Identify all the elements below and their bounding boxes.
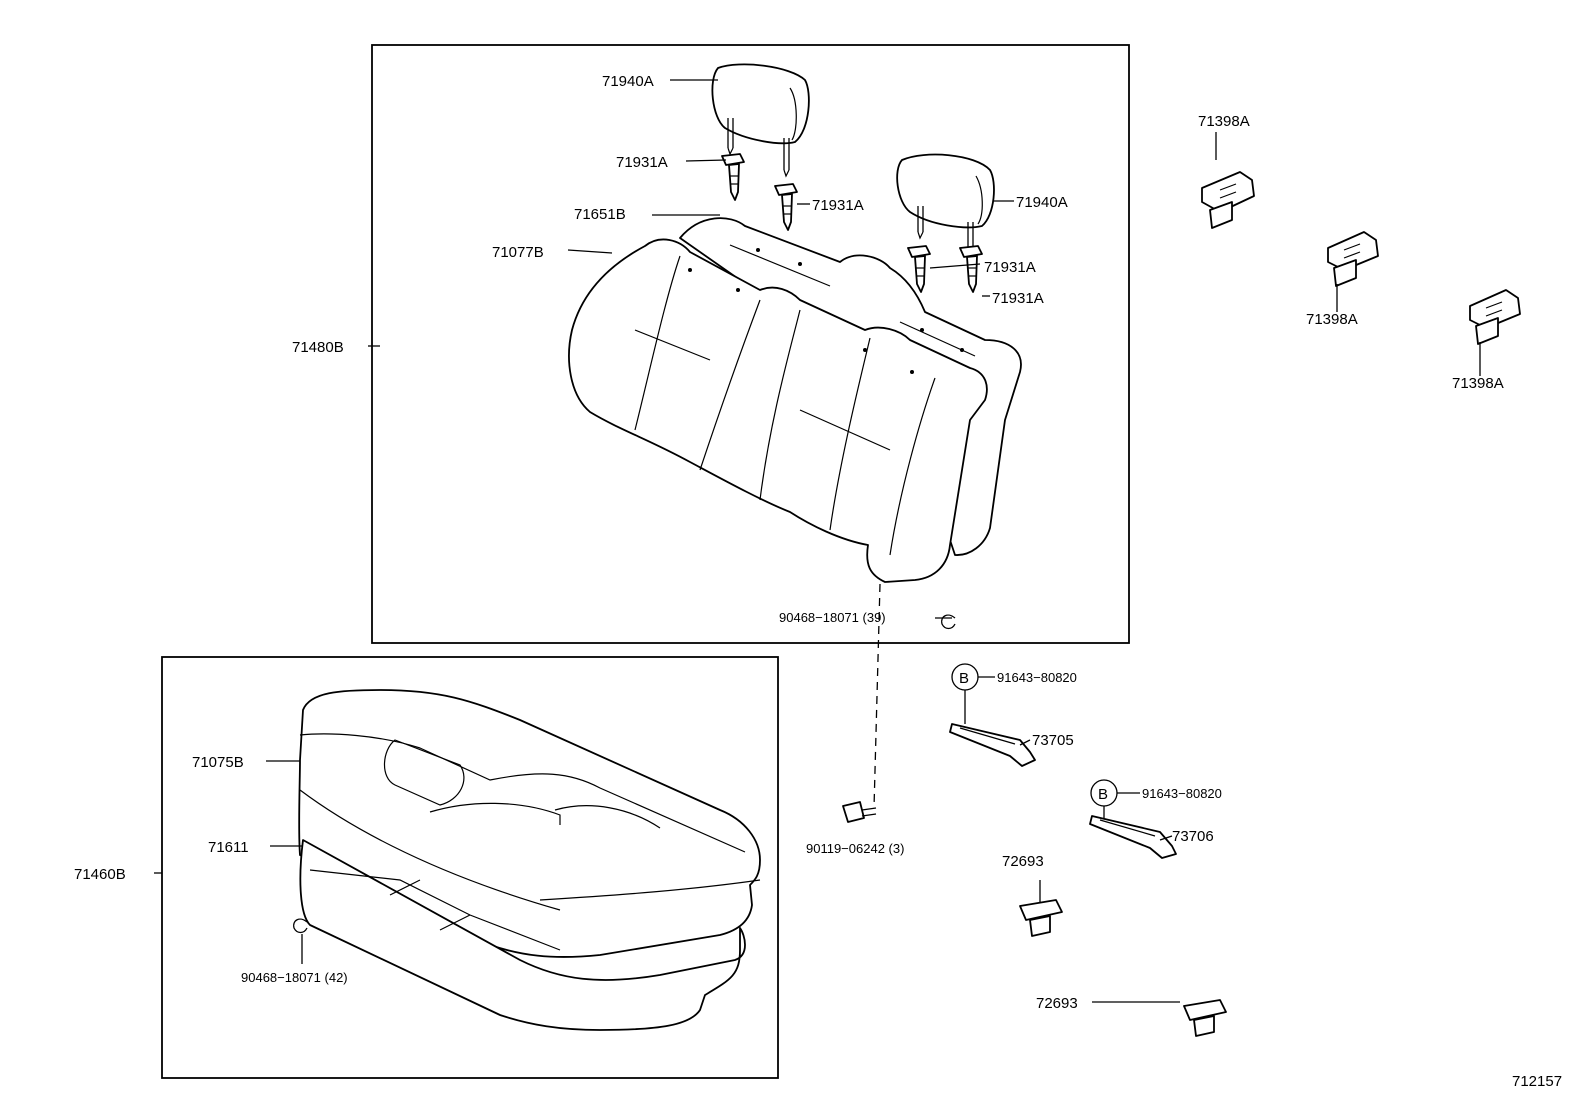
seatback-group-frame xyxy=(371,44,1130,644)
seat-cushion-assembly xyxy=(298,689,761,1031)
headrest-left xyxy=(711,63,810,178)
label-cover-1: 72693 xyxy=(1002,853,1044,870)
label-hog-ring-cushion: 90468−18071 (42) xyxy=(241,970,348,985)
cover-72693-1 xyxy=(1019,880,1063,937)
label-cushion-pad: 71611 xyxy=(208,839,249,856)
label-support-3: 71931A xyxy=(984,259,1036,276)
headrest-support-4 xyxy=(959,245,983,293)
hog-ring-back-icon xyxy=(941,614,956,630)
label-cushion-assy: 71460B xyxy=(74,866,126,883)
label-hook-3: 71398A xyxy=(1452,375,1504,392)
bracket-73706 xyxy=(1089,806,1177,859)
b-mark-2: B xyxy=(1098,786,1108,803)
headrest-right xyxy=(896,153,995,260)
cover-72693-2 xyxy=(1183,999,1227,1037)
label-headrest-left: 71940A xyxy=(602,73,654,90)
label-back-cover: 71651B xyxy=(574,206,626,223)
seatback-assembly xyxy=(568,217,1022,583)
label-support-1: 71931A xyxy=(616,154,668,171)
assembly-dashed-line xyxy=(873,583,881,809)
headrest-support-1 xyxy=(721,153,745,201)
headrest-support-3 xyxy=(907,245,931,293)
label-cushion-cover: 71075B xyxy=(192,754,244,771)
label-hook-2: 71398A xyxy=(1306,311,1358,328)
cushion-group-frame xyxy=(161,656,779,1079)
label-bolt: 90119−06242 (3) xyxy=(806,841,904,856)
bracket-73705 xyxy=(949,690,1036,767)
headrest-support-2 xyxy=(774,183,798,231)
label-headrest-right: 71940A xyxy=(1016,194,1068,211)
figure-number: 712157 xyxy=(1512,1073,1562,1090)
label-support-4: 71931A xyxy=(992,290,1044,307)
label-back-assy: 71480B xyxy=(292,339,344,356)
label-hook-1: 71398A xyxy=(1198,113,1250,130)
bolt xyxy=(842,801,877,823)
label-back-pad: 71077B xyxy=(492,244,544,261)
label-bracket-1: 73705 xyxy=(1032,732,1074,749)
label-clip-b-2: 91643−80820 xyxy=(1142,786,1222,801)
b-mark-1: B xyxy=(959,670,969,687)
leader-lines xyxy=(154,79,1481,1003)
label-cover-2: 72693 xyxy=(1036,995,1078,1012)
label-hog-ring-back: 90468−18071 (39) xyxy=(779,610,886,625)
hook-1 xyxy=(1201,171,1255,229)
label-clip-b-1: 91643−80820 xyxy=(997,670,1077,685)
label-support-2: 71931A xyxy=(812,197,864,214)
hog-ring-cushion-icon xyxy=(293,918,308,934)
hook-2 xyxy=(1327,231,1379,287)
label-bracket-2: 73706 xyxy=(1172,828,1214,845)
hook-3 xyxy=(1469,289,1521,345)
